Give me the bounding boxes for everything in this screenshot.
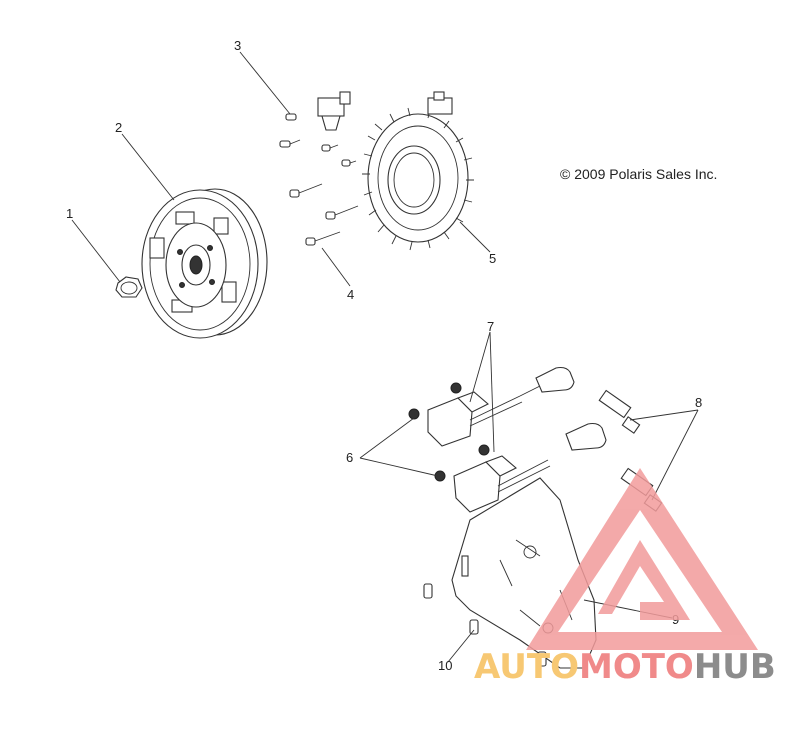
ignition-coil-lower bbox=[453, 422, 607, 513]
callout-7: 7 bbox=[487, 319, 494, 334]
copyright-notice: © 2009 Polaris Sales Inc. bbox=[560, 166, 717, 182]
callout-5: 5 bbox=[489, 251, 496, 266]
bracket-fasteners bbox=[423, 583, 547, 667]
watermark-word-hub: HUB bbox=[694, 647, 776, 687]
watermark-triangle bbox=[526, 468, 758, 650]
callout-3: 3 bbox=[234, 38, 241, 53]
watermark-text: AUTOMOTOHUB bbox=[474, 647, 776, 687]
watermark-g-mark bbox=[598, 540, 690, 620]
stator bbox=[362, 91, 474, 251]
callout-6: 6 bbox=[346, 450, 353, 465]
coil-nuts bbox=[408, 382, 490, 482]
sensor bbox=[317, 91, 351, 131]
svg-text:AUTOMOTOHUB: AUTOMOTOHUB bbox=[474, 647, 776, 687]
callout-1: 1 bbox=[66, 206, 73, 221]
watermark-word-auto: AUTO bbox=[474, 647, 579, 687]
screws bbox=[279, 113, 359, 246]
callout-4: 4 bbox=[347, 287, 354, 302]
watermark-word-moto: MOTO bbox=[579, 647, 694, 687]
watermark-logo bbox=[526, 468, 758, 650]
flywheel bbox=[141, 188, 268, 339]
flywheel-nut bbox=[115, 276, 143, 298]
callout-8: 8 bbox=[695, 395, 702, 410]
callout-10: 10 bbox=[438, 658, 452, 673]
callout-2: 2 bbox=[115, 120, 122, 135]
ignition-coil-upper bbox=[427, 366, 575, 447]
leader-lines bbox=[71, 51, 699, 663]
